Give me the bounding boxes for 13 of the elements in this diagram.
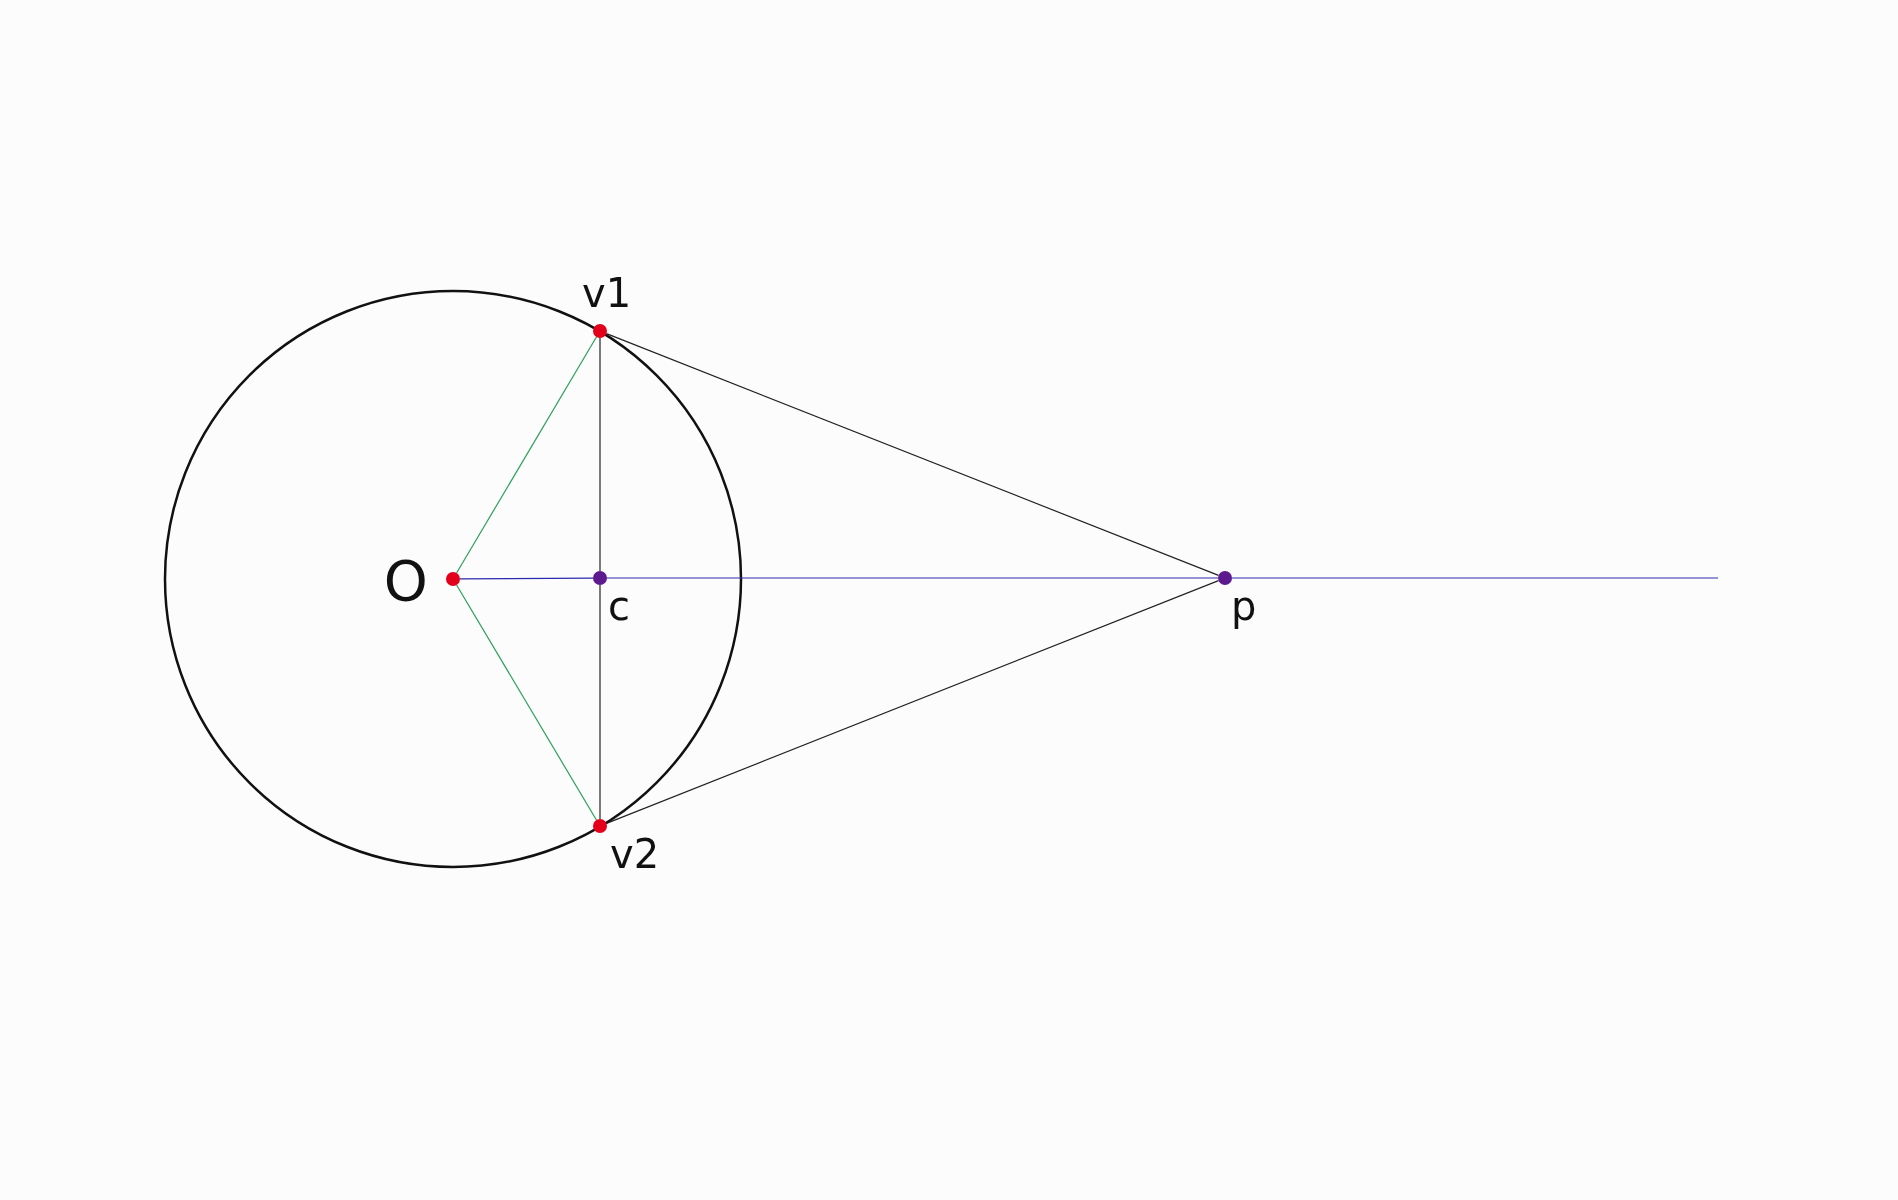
line-segment xyxy=(455,584,597,821)
line-segment xyxy=(599,584,601,820)
line-segment xyxy=(459,577,594,580)
line-segment xyxy=(605,332,1220,577)
line-segment xyxy=(1231,577,1719,579)
line-segment xyxy=(455,336,598,574)
point-label: v2 xyxy=(610,834,660,874)
point-label: c xyxy=(608,586,630,626)
point-label: O xyxy=(383,553,428,609)
line-segment xyxy=(599,337,601,572)
line-segment xyxy=(606,577,1219,579)
line-segment xyxy=(605,580,1220,824)
point-label: v1 xyxy=(582,273,632,313)
